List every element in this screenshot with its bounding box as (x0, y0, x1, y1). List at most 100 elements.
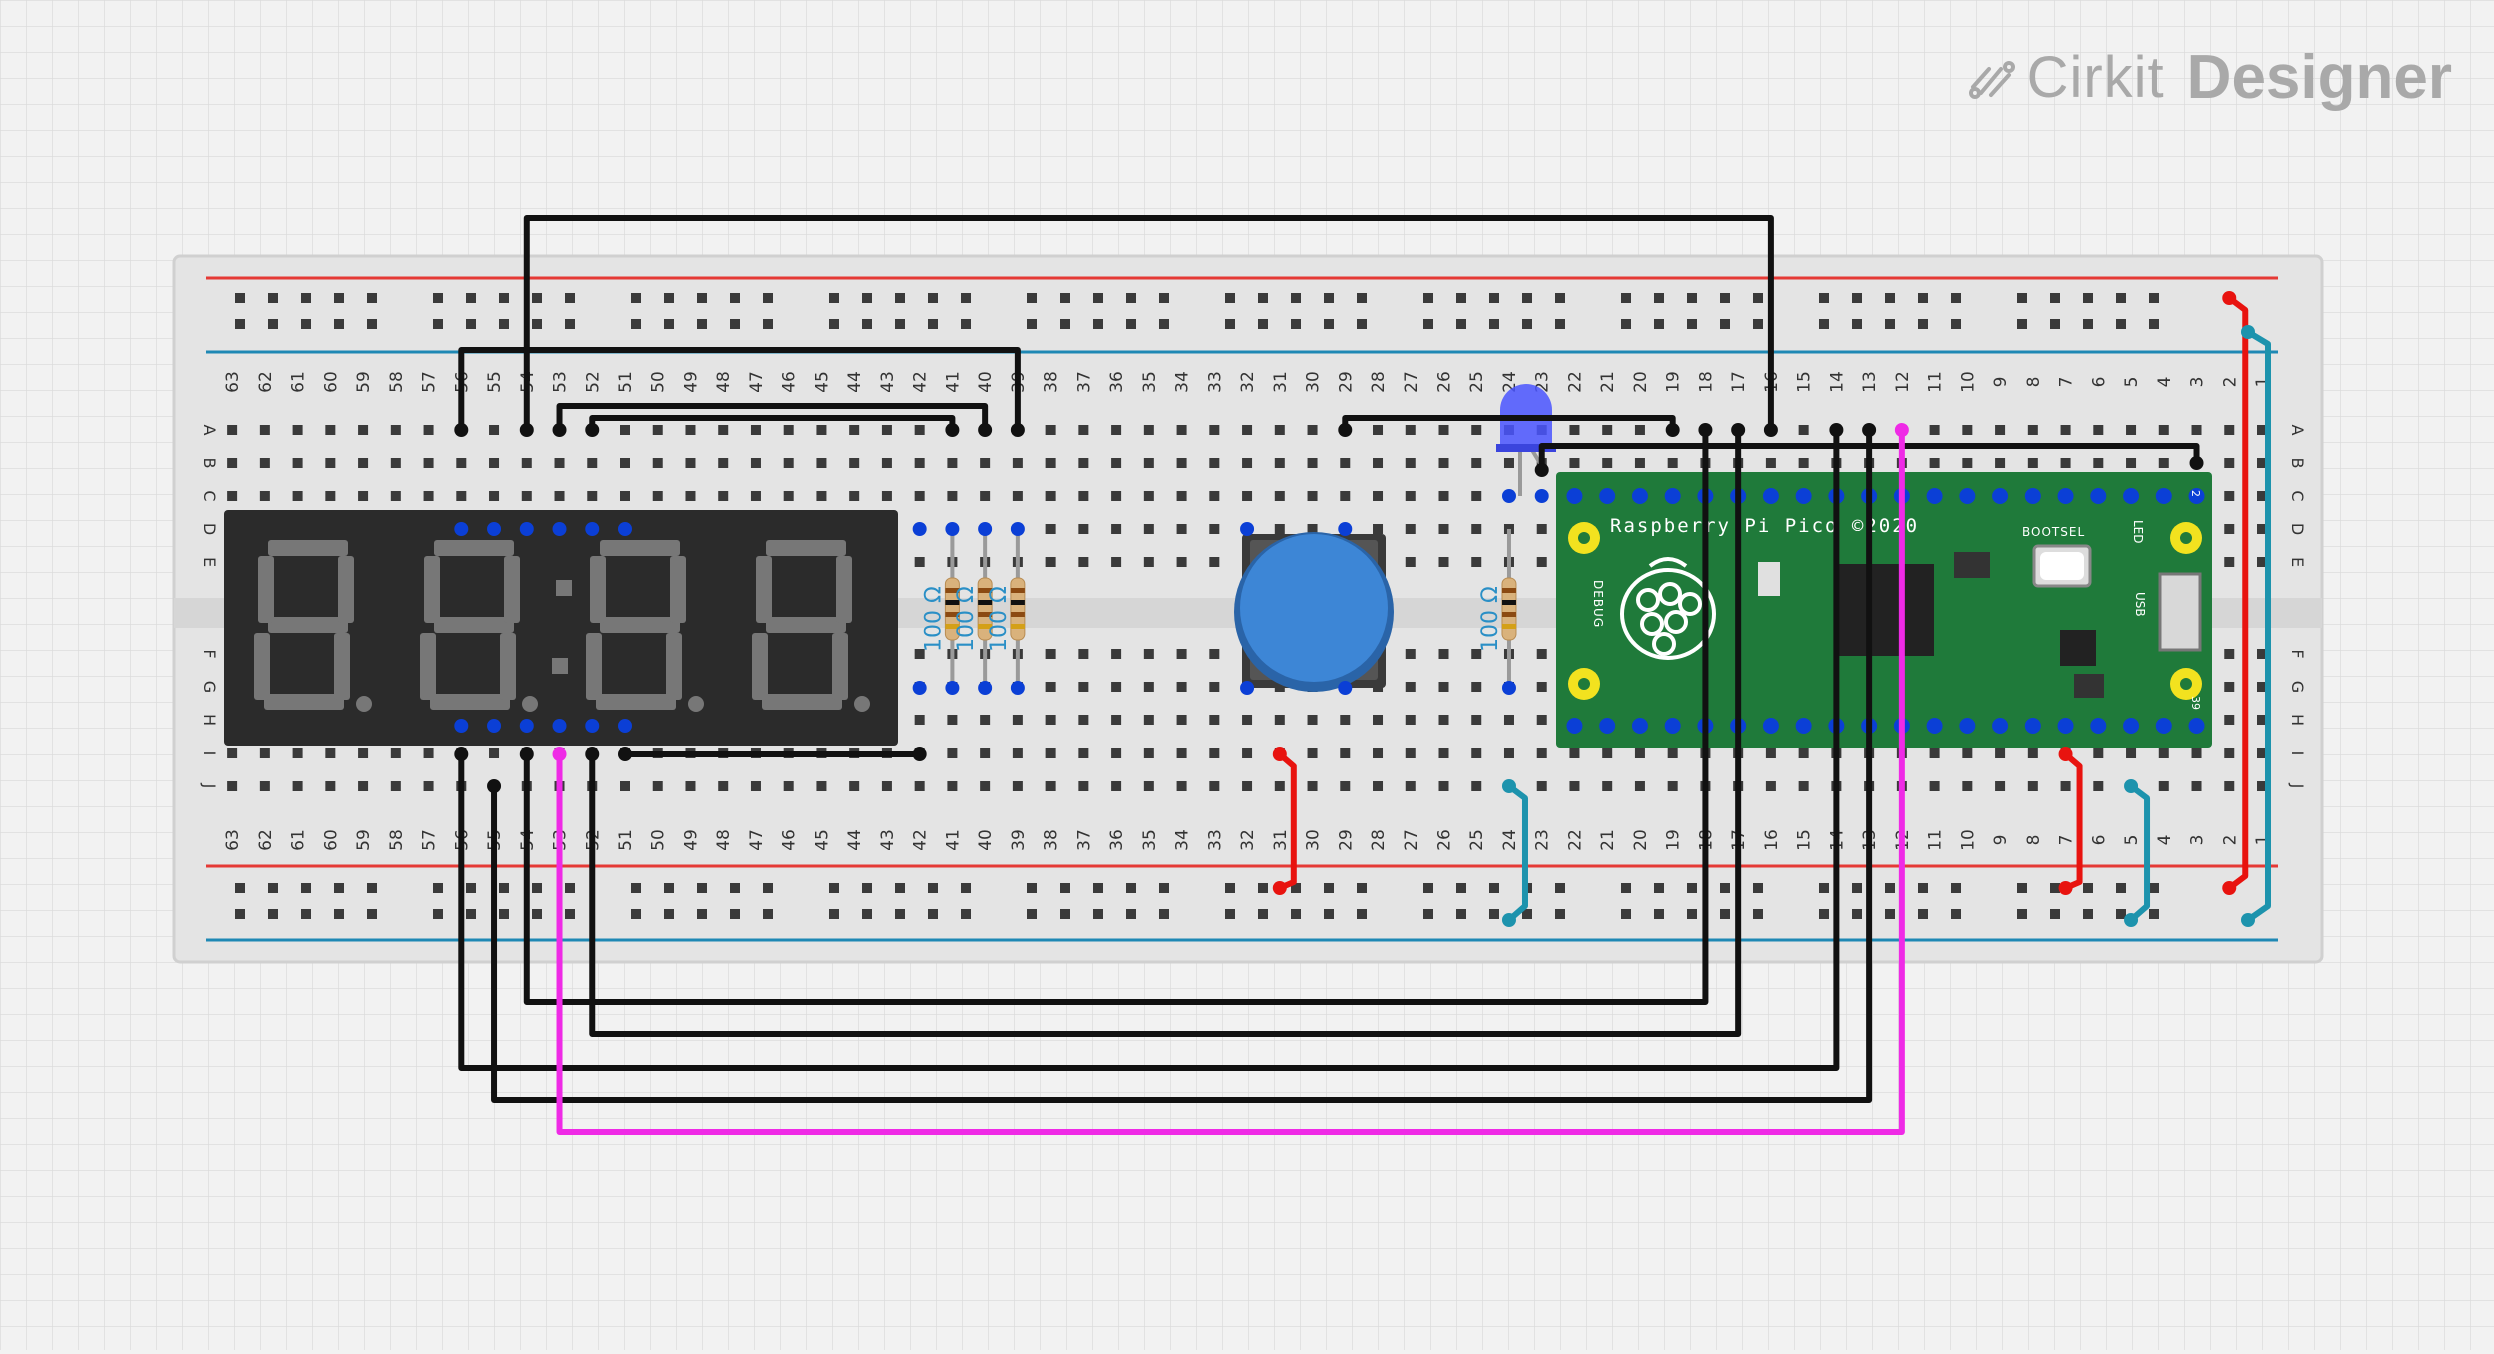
hole (1962, 781, 1973, 791)
wire-black[interactable] (491, 427, 1873, 1103)
hole (816, 425, 827, 435)
hole (1143, 491, 1154, 501)
hole (1373, 425, 1384, 435)
rail-hole (1687, 883, 1697, 893)
wire-magenta[interactable] (556, 427, 1905, 1135)
hole (2224, 682, 2235, 692)
rail-hole (1225, 293, 1235, 303)
rail-hole (268, 883, 278, 893)
row-label: A (2288, 425, 2307, 436)
column-label: 39 (1009, 829, 1029, 851)
hole (1143, 781, 1154, 791)
hole (1242, 458, 1253, 468)
rail-hole (1852, 293, 1862, 303)
rail-hole (532, 319, 542, 329)
hole (1209, 781, 1220, 791)
hole (1209, 682, 1220, 692)
hole (390, 491, 401, 501)
resistor[interactable]: 100 Ω (921, 529, 960, 688)
wire-teal[interactable] (1505, 783, 1528, 923)
rail-hole (1027, 883, 1037, 893)
rail-hole (268, 293, 278, 303)
hole (652, 425, 663, 435)
column-label: 10 (1958, 371, 1978, 393)
display-body (224, 510, 898, 746)
hole (1176, 748, 1187, 758)
crystal (1758, 562, 1780, 596)
hole (1111, 458, 1122, 468)
hole (1143, 524, 1154, 534)
hole (2027, 781, 2038, 791)
hole (358, 748, 369, 758)
wire-black[interactable] (458, 427, 1840, 1071)
wire-red[interactable] (2062, 751, 2083, 891)
hole (1373, 781, 1384, 791)
rail-hole (1819, 293, 1829, 303)
rail-hole (895, 293, 905, 303)
rail-hole (2116, 909, 2126, 919)
rail-hole (235, 883, 245, 893)
rail-hole (961, 293, 971, 303)
column-label: 18 (1696, 371, 1716, 393)
column-label: 27 (1402, 371, 1422, 393)
hole (1471, 458, 1482, 468)
column-label: 9 (1991, 835, 2011, 846)
hole (1405, 491, 1416, 501)
hole (1471, 649, 1482, 659)
push-button[interactable] (1234, 532, 1394, 692)
hole (292, 781, 303, 791)
resistor[interactable]: 100 Ω (1478, 529, 1517, 688)
hole (1307, 748, 1318, 758)
hole (2027, 458, 2038, 468)
rail-hole (334, 909, 344, 919)
hole (1012, 748, 1023, 758)
rail-hole (565, 293, 575, 303)
rail-hole (1753, 909, 1763, 919)
wire-teal[interactable] (2245, 329, 2271, 923)
button-cap[interactable] (1240, 534, 1388, 682)
hole (227, 458, 238, 468)
rail-hole (1654, 319, 1664, 329)
raspberry-pi-pico[interactable]: Raspberry Pi Pico ©2020 BOOTSEL DEBUG LE… (1556, 472, 2212, 748)
hole (489, 748, 500, 758)
wire-black[interactable] (556, 403, 989, 433)
resistor[interactable]: 100 Ω (987, 529, 1026, 688)
rail-hole (928, 909, 938, 919)
rail-hole (1225, 883, 1235, 893)
hole (2158, 781, 2169, 791)
hole (783, 458, 794, 468)
hole (1078, 781, 1089, 791)
rail-hole (301, 883, 311, 893)
hole (1176, 682, 1187, 692)
rail-hole (1720, 319, 1730, 329)
column-label: 42 (911, 829, 931, 851)
hole (1405, 458, 1416, 468)
column-label: 62 (256, 829, 276, 851)
rail-hole (1687, 909, 1697, 919)
column-label: 23 (1533, 829, 1553, 851)
rail-hole (2083, 319, 2093, 329)
wire-black[interactable] (523, 427, 1709, 1005)
hole (1045, 682, 1056, 692)
wire-black[interactable] (589, 427, 1742, 1037)
row-label: E (200, 557, 219, 567)
resistor[interactable]: 100 Ω (954, 529, 993, 688)
column-label: 51 (616, 371, 636, 393)
row-label: H (2288, 714, 2307, 726)
wire-black[interactable] (458, 347, 1021, 433)
wire-black[interactable] (523, 215, 1774, 433)
wire-teal[interactable] (2128, 783, 2151, 923)
wire-red[interactable] (1276, 751, 1297, 891)
hole (1503, 458, 1514, 468)
rail-hole (1291, 293, 1301, 303)
rail-hole (1423, 909, 1433, 919)
rail-hole (1753, 293, 1763, 303)
hole (1765, 748, 1776, 758)
seven-segment-display[interactable] (224, 510, 898, 746)
column-label: 57 (420, 371, 440, 393)
hole (1798, 425, 1809, 435)
wire-red[interactable] (2226, 295, 2249, 891)
rail-hole (301, 293, 311, 303)
rail-hole (235, 319, 245, 329)
hole (325, 458, 336, 468)
